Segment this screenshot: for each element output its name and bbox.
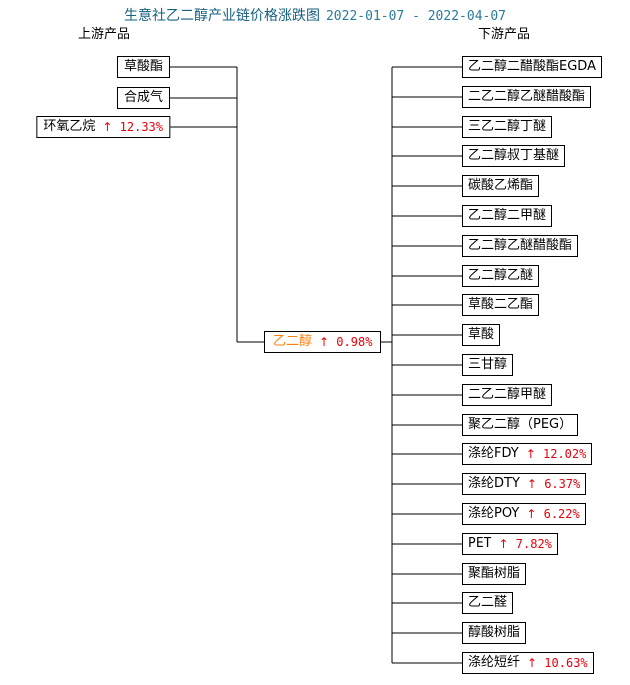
node-label: 涤纶FDY — [468, 446, 519, 461]
node-label: 聚酯树脂 — [468, 566, 521, 581]
price-change-value: ↑ 6.22% — [526, 507, 580, 521]
chart-title-bar: 生意社乙二醇产业链价格涨跌图 2022-01-07 - 2022-04-07 — [0, 7, 630, 25]
downstream-node-4[interactable]: 碳酸乙烯酯 — [462, 175, 540, 197]
downstream-node-16[interactable]: PET ↑ 7.82% — [462, 533, 558, 555]
node-label: 聚乙二醇（PEG） — [468, 417, 573, 432]
downstream-node-8[interactable]: 草酸二乙酯 — [462, 294, 540, 316]
price-change-value: ↑ 10.63% — [527, 656, 588, 670]
node-label: 乙二醇二甲醚 — [468, 208, 547, 223]
downstream-node-18[interactable]: 乙二醛 — [462, 592, 514, 614]
downstream-node-15[interactable]: 涤纶POY ↑ 6.22% — [462, 503, 586, 525]
downstream-column-header: 下游产品 — [478, 27, 531, 42]
node-label: 草酸二乙酯 — [468, 297, 534, 312]
downstream-node-20[interactable]: 涤纶短纤 ↑ 10.63% — [462, 652, 594, 674]
downstream-node-17[interactable]: 聚酯树脂 — [462, 563, 527, 585]
upstream-column-header: 上游产品 — [78, 27, 131, 42]
node-label: 合成气 — [123, 90, 163, 105]
arrow-up-icon: ↑ — [102, 120, 113, 134]
downstream-node-6[interactable]: 乙二醇乙醚醋酸酯 — [462, 235, 579, 257]
node-label: 乙二醇叔丁基醚 — [468, 148, 560, 163]
upstream-node-1[interactable]: 合成气 — [116, 87, 170, 109]
downstream-node-2[interactable]: 三乙二醇丁醚 — [462, 116, 553, 138]
node-label: 醇酸树脂 — [468, 625, 521, 640]
arrow-up-icon: ↑ — [525, 447, 536, 461]
downstream-node-9[interactable]: 草酸 — [462, 324, 501, 346]
price-change-value: ↑ 0.98% — [319, 335, 373, 349]
node-label: PET — [468, 536, 492, 551]
node-label: 草酸酯 — [123, 59, 163, 74]
node-label: 涤纶DTY — [468, 476, 520, 491]
page-title: 生意社乙二醇产业链价格涨跌图 — [123, 8, 320, 24]
center-node[interactable]: 乙二醇 ↑ 0.98% — [264, 331, 382, 353]
node-label: 乙二醇乙醚 — [468, 268, 534, 283]
node-label: 二乙二醇乙醚醋酸酯 — [468, 89, 586, 104]
node-label: 碳酸乙烯酯 — [468, 178, 534, 193]
node-label: 二乙二醇甲醚 — [468, 387, 547, 402]
date-range-label: 2022-01-07 - 2022-04-07 — [325, 9, 506, 24]
downstream-node-19[interactable]: 醇酸树脂 — [462, 622, 527, 644]
price-change-value: ↑ 12.33% — [102, 120, 163, 134]
node-label: 乙二醇乙醚醋酸酯 — [468, 238, 573, 253]
upstream-node-0[interactable]: 草酸酯 — [116, 56, 170, 78]
downstream-node-13[interactable]: 涤纶FDY ↑ 12.02% — [462, 443, 593, 465]
downstream-node-5[interactable]: 乙二醇二甲醚 — [462, 205, 553, 227]
downstream-node-12[interactable]: 聚乙二醇（PEG） — [462, 414, 579, 436]
node-label: 乙二醇 — [273, 334, 313, 349]
node-label: 三甘醇 — [468, 357, 508, 372]
price-change-value: ↑ 6.37% — [526, 477, 581, 491]
node-label: 乙二醇二醋酸酯EGDA — [468, 59, 596, 74]
arrow-up-icon: ↑ — [319, 335, 330, 349]
node-label: 涤纶短纤 — [468, 655, 521, 670]
arrow-up-icon: ↑ — [527, 656, 538, 670]
downstream-node-11[interactable]: 二乙二醇甲醚 — [462, 384, 553, 406]
downstream-node-14[interactable]: 涤纶DTY ↑ 6.37% — [462, 473, 587, 495]
price-change-value: ↑ 12.02% — [525, 447, 587, 461]
node-label: 环氧乙烷 — [43, 119, 96, 134]
node-label: 草酸 — [468, 327, 495, 342]
downstream-node-3[interactable]: 乙二醇叔丁基醚 — [462, 145, 566, 167]
node-label: 涤纶POY — [468, 506, 520, 521]
downstream-node-1[interactable]: 二乙二醇乙醚醋酸酯 — [462, 86, 592, 108]
node-label: 三乙二醇丁醚 — [468, 119, 547, 134]
arrow-up-icon: ↑ — [526, 507, 537, 521]
arrow-up-icon: ↑ — [498, 537, 509, 551]
upstream-node-2[interactable]: 环氧乙烷 ↑ 12.33% — [36, 116, 170, 138]
node-label: 乙二醛 — [468, 595, 508, 610]
arrow-up-icon: ↑ — [526, 477, 537, 491]
price-change-value: ↑ 7.82% — [498, 537, 552, 551]
downstream-node-0[interactable]: 乙二醇二醋酸酯EGDA — [462, 56, 602, 78]
downstream-node-10[interactable]: 三甘醇 — [462, 354, 514, 376]
downstream-node-7[interactable]: 乙二醇乙醚 — [462, 265, 540, 287]
